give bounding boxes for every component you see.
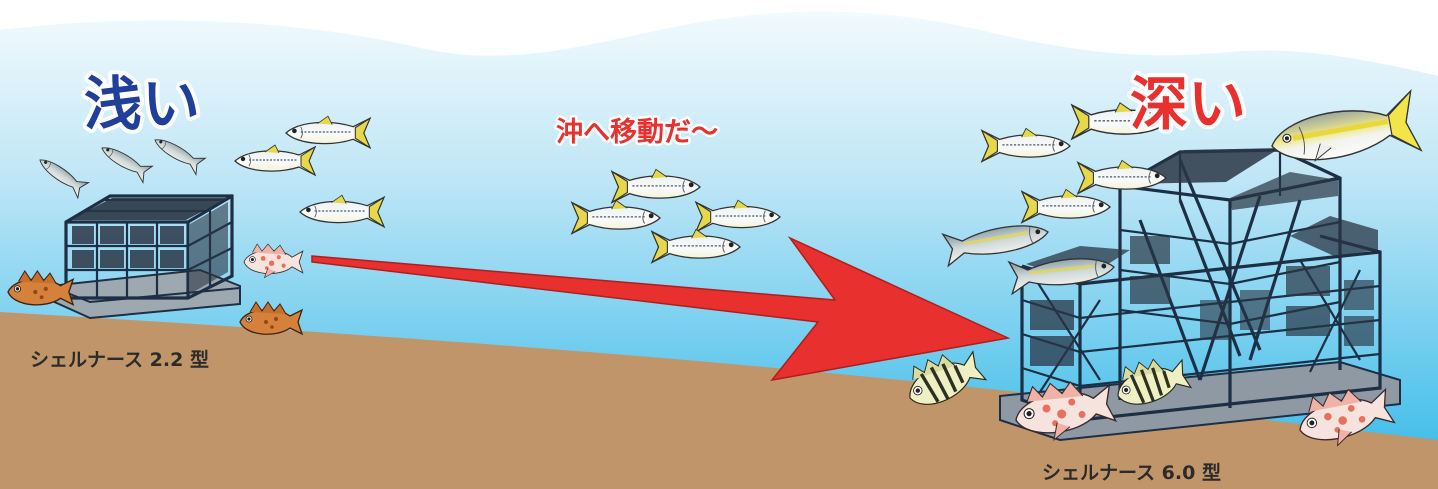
small-reef-icon (49, 194, 241, 320)
shallow-label: 浅い (84, 70, 200, 138)
small-reef-model-label: シェルナース 2.2 型 (30, 348, 209, 371)
movement-label: 沖へ移動だ～ (556, 117, 718, 148)
migration-arrow-icon (311, 236, 1011, 382)
seabed (0, 312, 1438, 489)
deep-label: 深い (1130, 70, 1246, 138)
large-reef-model-label: シェルナース 6.0 型 (1042, 461, 1221, 484)
